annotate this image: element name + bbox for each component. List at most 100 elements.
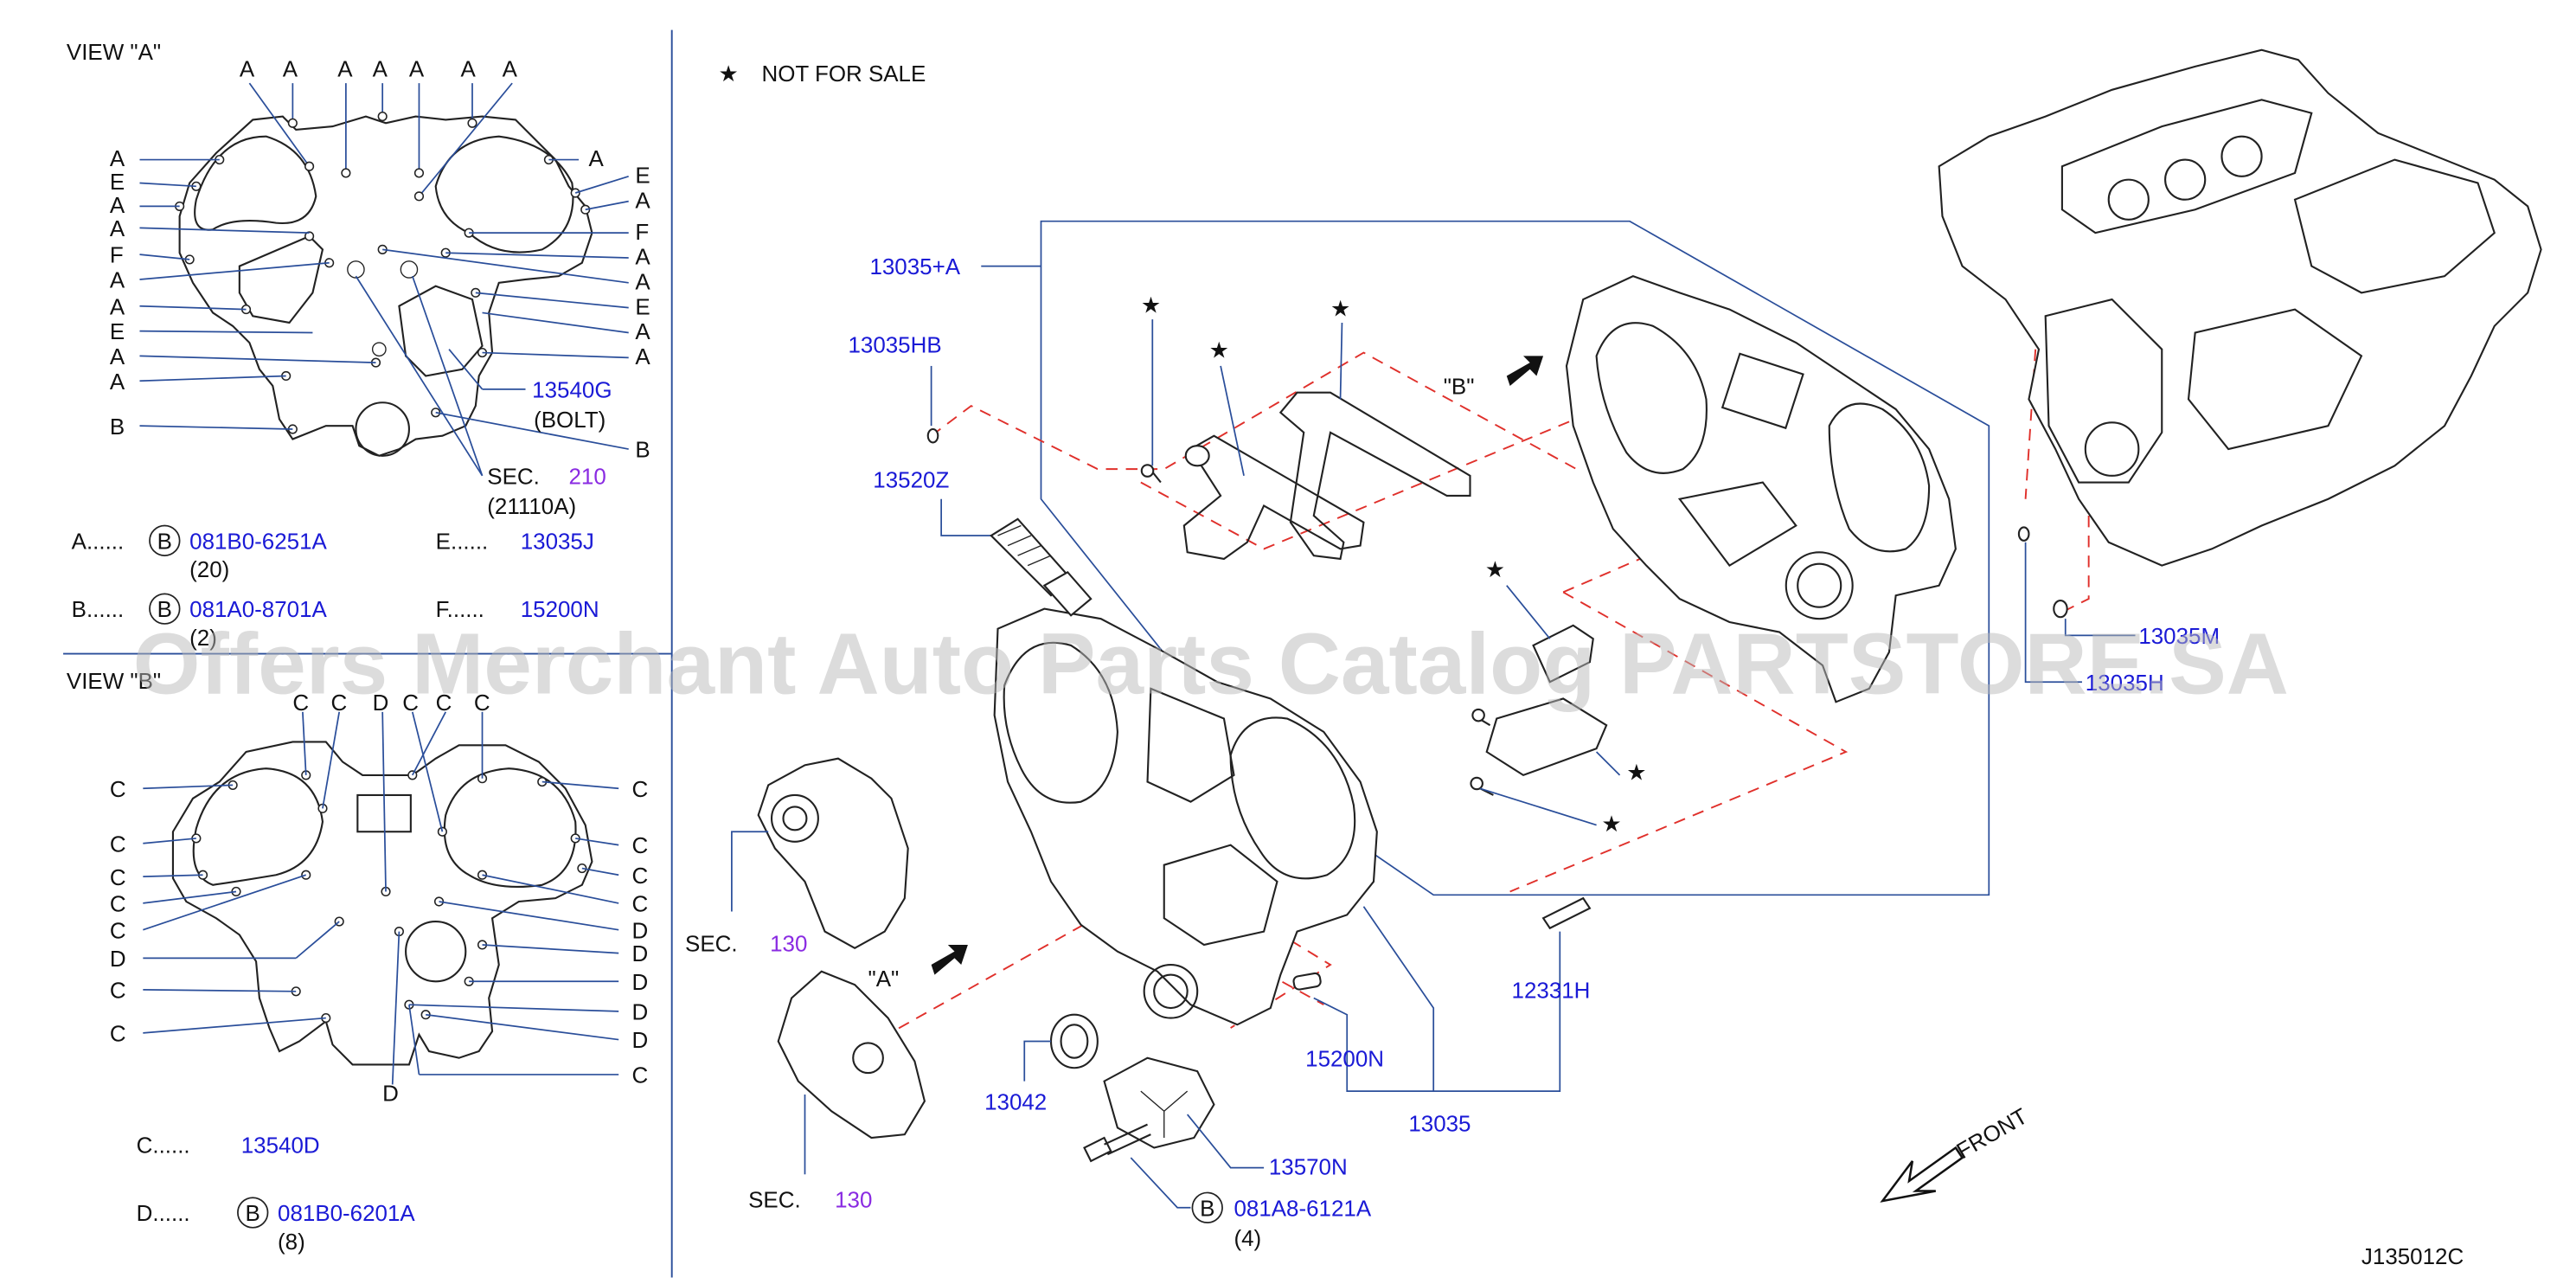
legend-qty: (20) (189, 558, 229, 582)
view-b-letter: D (632, 919, 649, 943)
part-code-13035[interactable]: 13035 (1408, 1112, 1471, 1136)
pin-15200n (1292, 972, 1322, 991)
not-for-sale-legend: NOT FOR SALE (762, 62, 926, 87)
view-a-cover-outline (178, 115, 593, 457)
star-icon: ★ (1626, 761, 1646, 786)
part-code-12331h[interactable]: 12331H (1512, 979, 1591, 1003)
water-pump-lower-hub (852, 1042, 884, 1075)
view-a-letter: A (110, 370, 125, 395)
bolt-symbol-icon (149, 593, 181, 625)
part-code-13035m[interactable]: 13035M (2138, 625, 2220, 649)
main-exploded-view: ★ NOT FOR SALE (685, 48, 2542, 1269)
sec-sub-label: (21110A) (487, 495, 576, 519)
view-a-letter: B (110, 415, 125, 440)
part-code-13035hb[interactable]: 13035HB (848, 334, 941, 358)
part-code-13520z[interactable]: 13520Z (873, 468, 949, 492)
leader-13035h (2024, 542, 2082, 684)
part-code-13042[interactable]: 13042 (984, 1090, 1047, 1114)
engine-side-face (2187, 308, 2363, 451)
front-timing-cover (993, 607, 1378, 1026)
view-b-letter: C (110, 866, 126, 890)
part-code-081a8-6121a[interactable]: 081A8-6121A (1234, 1197, 1371, 1221)
part-code-13570n[interactable]: 13570N (1269, 1155, 1348, 1179)
bolt-head (1140, 464, 1155, 478)
engine-port (2220, 135, 2263, 177)
view-a-arrow-label: "A" (868, 967, 900, 992)
part-code-15200n-callout[interactable]: 15200N (1305, 1047, 1384, 1071)
view-b-letter: C (110, 893, 126, 917)
bolt-symbol-icon (1191, 1191, 1223, 1223)
part-code-13540g[interactable]: 13540G (532, 378, 612, 402)
legend-qty: (8) (278, 1230, 305, 1255)
engine-block (1938, 48, 2542, 567)
front-cover-window (1146, 687, 1235, 803)
part-code-13035a[interactable]: 13035+A (869, 255, 960, 279)
part-code-081a0-8701a[interactable]: 081A0-8701A (189, 598, 327, 622)
front-cover-boss (1042, 570, 1093, 617)
section-130-link-lower[interactable]: 130 (835, 1189, 872, 1213)
view-b-letter: D (632, 971, 649, 995)
view-b-crank-bore (405, 921, 467, 983)
star-icon: ★ (1330, 297, 1350, 321)
view-a-letter: A (635, 320, 650, 344)
part-code-081b0-6251a[interactable]: 081B0-6251A (189, 530, 327, 554)
view-b-title: VIEW "B" (67, 670, 161, 694)
view-b-letter: D (373, 691, 389, 716)
view-b-section: VIEW "B" (67, 670, 648, 1255)
section-130-link-upper[interactable]: 130 (770, 933, 807, 957)
bolt-head (1471, 708, 1485, 722)
legend-key: C...... (137, 1133, 190, 1158)
view-a-title: VIEW "A" (67, 41, 161, 65)
part-code-13540d[interactable]: 13540D (241, 1133, 320, 1158)
view-a-left-leaders (139, 158, 376, 430)
bolt-legend-c: C...... 13540D (137, 1133, 320, 1158)
engine-port (2164, 158, 2207, 201)
oil-seal-13042 (1049, 1013, 1099, 1069)
view-a-hole (371, 342, 387, 357)
part-code-081b0-6201a[interactable]: 081B0-6201A (278, 1202, 415, 1226)
view-b-letter: C (436, 691, 452, 716)
view-b-letter: C (632, 1064, 649, 1088)
part-code-13035h[interactable]: 13035H (2086, 671, 2164, 696)
view-a-right-leaders (355, 158, 629, 477)
bolt-081a8-shank (1104, 1123, 1151, 1156)
rear-cover-window (1721, 352, 1804, 430)
view-b-letter: D (632, 942, 649, 966)
water-pump-lower (777, 970, 926, 1140)
leader-13035m (2064, 619, 2136, 637)
view-b-letter: C (474, 691, 490, 716)
bolt-081a8-head (1083, 1136, 1112, 1163)
rear-cover-crank-bore-inner (1797, 562, 1842, 608)
view-a-letter: A (240, 57, 255, 81)
view-a-letter: E (635, 295, 650, 319)
section-210-link[interactable]: 210 (568, 465, 606, 489)
bolt-legend-f: F...... 15200N (436, 598, 599, 622)
view-b-bore-left (192, 767, 324, 886)
view-b-letter: C (402, 691, 419, 716)
bolt-legend-d: D...... B 081B0-6201A (8) (137, 1197, 415, 1255)
rear-cover-bore-left (1595, 322, 1708, 474)
part-code-13035j[interactable]: 13035J (521, 530, 594, 554)
view-a-letter: A (373, 57, 388, 81)
view-a-letter: F (635, 221, 649, 245)
part-code-15200n[interactable]: 15200N (521, 598, 599, 622)
bolt-symbol-letter: B (246, 1202, 260, 1226)
view-a-window-left (238, 234, 324, 324)
view-b-letter: C (632, 778, 649, 802)
dowel-13035hb (926, 427, 939, 444)
view-b-bore-right (443, 767, 577, 889)
rear-timing-cover (1565, 274, 1957, 703)
view-a-letter: A (110, 217, 125, 241)
view-a-letter: A (503, 57, 518, 81)
legend-qty: (2) (189, 626, 217, 651)
view-a-letter: A (110, 295, 125, 319)
view-b-letter: C (110, 1022, 126, 1046)
bolt-head (1470, 776, 1483, 791)
diagram-id: J135012C (2361, 1245, 2464, 1269)
upper-gasket-short (1182, 434, 1365, 561)
view-a-window-center (398, 285, 484, 377)
front-cover-bore-left (1003, 641, 1118, 804)
view-a-letter: A (283, 57, 298, 81)
view-b-letter: C (632, 834, 649, 858)
